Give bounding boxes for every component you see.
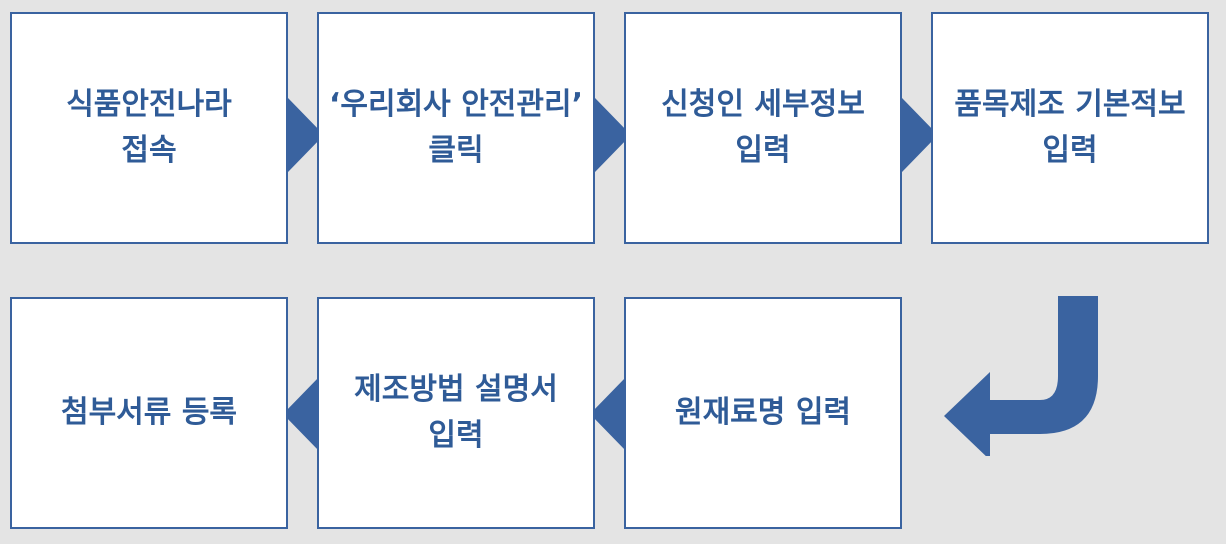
step-attach-documents: 첨부서류 등록 [10,297,288,529]
step-connect-food-safety-korea: 식품안전나라 접속 [10,12,288,244]
arrow-right-icon [288,98,324,172]
step-manufacturing-method: 제조방법 설명서 입력 [317,297,595,529]
arrow-left-icon [283,377,319,451]
step-product-manufacturing-info: 품목제조 기본적보 입력 [931,12,1209,244]
arrow-right-icon [595,98,631,172]
step-text-line: 품목제조 기본적보 [954,87,1186,122]
step-text-line: 신청인 세부정보 [661,87,865,122]
step-text-line: 입력 [428,418,484,453]
step-text-line: 첨부서류 등록 [60,395,238,430]
arrow-left-icon [590,377,626,451]
u-turn-arrow-icon [940,296,1100,456]
step-text-line: ‘우리회사 안전관리’ [328,87,584,122]
step-applicant-details: 신청인 세부정보 입력 [624,12,902,244]
step-text-line: 클릭 [428,133,484,168]
step-ingredient-names: 원재료명 입력 [624,297,902,529]
step-text-line: 입력 [735,133,791,168]
step-text-line: 제조방법 설명서 [354,372,558,407]
step-text-line: 식품안전나라 [66,87,232,122]
step-text-line: 접속 [121,133,177,168]
step-click-our-company-safety: ‘우리회사 안전관리’ 클릭 [317,12,595,244]
step-text-line: 원재료명 입력 [674,395,852,430]
arrow-right-icon [902,98,938,172]
step-text-line: 입력 [1042,133,1098,168]
